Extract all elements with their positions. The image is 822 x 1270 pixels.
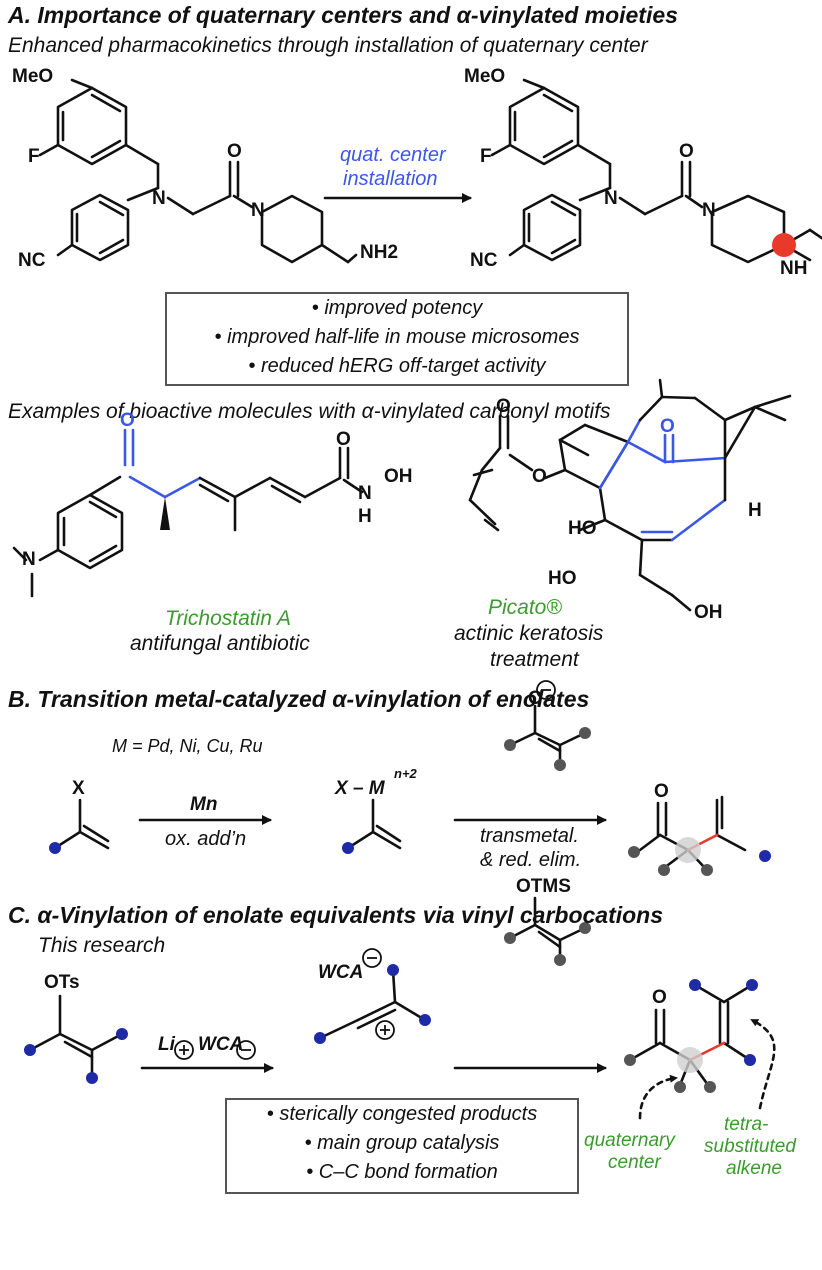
arrow-label-2: installation xyxy=(343,168,438,190)
section-a-subtitle: Enhanced pharmacokinetics through instal… xyxy=(8,34,648,57)
atom-o-picato-ketone: O xyxy=(660,416,675,437)
picato-desc-2: treatment xyxy=(490,648,579,671)
quaternary-label-1: quaternary xyxy=(584,1130,675,1151)
trichostatin-name: Trichostatin A xyxy=(165,607,292,630)
atom-o-product-b: O xyxy=(654,781,669,802)
features-box: • sterically congested products • main g… xyxy=(225,1098,579,1194)
atom-o-enolate: O xyxy=(528,688,543,709)
atom-otms: OTMS xyxy=(516,876,571,897)
atom-ots: OTs xyxy=(44,972,80,993)
spirocyclic-product xyxy=(490,78,822,264)
atom-ho-1: HO xyxy=(568,518,597,539)
vinyl-tosylate xyxy=(28,994,124,1080)
atom-h-picato: H xyxy=(748,500,762,521)
x-m-label: X – M xyxy=(335,778,385,799)
arrow-label-1: quat. center xyxy=(340,144,446,166)
benefit-2: • improved half-life in mouse microsomes xyxy=(214,326,580,348)
charge-signs xyxy=(179,689,551,1055)
atom-nh2: NH2 xyxy=(360,242,399,263)
atom-o-right: O xyxy=(679,141,694,162)
metals-label: M = Pd, Ni, Cu, Ru xyxy=(112,736,263,756)
examples-title: Examples of bioactive molecules with α-v… xyxy=(8,400,611,423)
section-b-heading: B. Transition metal-catalyzed α-vinylati… xyxy=(8,686,590,712)
atom-oh-hydroxamic: OH xyxy=(384,466,413,487)
tetra-label-2: substituted xyxy=(704,1136,796,1157)
benefit-3: • reduced hERG off-target activity xyxy=(248,355,546,377)
atom-n-pip-left: N xyxy=(251,200,265,221)
feature-3: • C–C bond formation xyxy=(306,1161,498,1183)
li-label: Li xyxy=(158,1034,175,1055)
oxidative-addition-complex xyxy=(346,798,402,850)
atom-oh-picato: OH xyxy=(694,602,723,623)
alkene-pointer xyxy=(750,1018,776,1110)
quaternary-label-2: center xyxy=(608,1152,661,1173)
atom-n-right: N xyxy=(604,188,618,209)
atom-x-vinyl: X xyxy=(72,778,85,799)
atom-nc-left: NC xyxy=(18,250,46,271)
atom-f-left: F xyxy=(28,146,40,167)
enolate-reagent xyxy=(508,704,587,767)
gray-substituent-dots xyxy=(504,727,716,1093)
atom-o-ester: O xyxy=(532,466,547,487)
section-a-heading: A. Importance of quaternary centers and … xyxy=(8,2,678,28)
benefit-1: • improved potency xyxy=(311,297,483,319)
atom-f-right: F xyxy=(480,146,492,167)
atom-nh: NH xyxy=(780,258,808,279)
atom-n-dimethyl: N xyxy=(22,549,36,570)
benzylamine-starting-material xyxy=(38,78,358,264)
atom-o-left: O xyxy=(227,141,242,162)
atom-ho-2: HO xyxy=(548,568,577,589)
blue-substituent-dots xyxy=(24,842,771,1084)
oxidation-superscript: n+2 xyxy=(394,766,417,781)
atom-h-hydroxamic: H xyxy=(358,506,372,527)
feature-1: • sterically congested products xyxy=(266,1103,538,1125)
atom-nc-right: NC xyxy=(470,250,498,271)
ox-add-label: ox. add’n xyxy=(165,828,247,850)
atom-n-hydroxamic: N xyxy=(358,483,372,504)
atom-o-amide: O xyxy=(336,429,351,450)
atom-o-ketone: O xyxy=(120,410,135,431)
picato-structure xyxy=(468,378,792,612)
feature-2: • main group catalysis xyxy=(304,1132,500,1154)
atom-meo-right: MeO xyxy=(464,66,506,87)
quaternary-center-highlight xyxy=(772,233,796,257)
quaternary-pointer xyxy=(638,1074,678,1120)
atom-o-ester-carbonyl: O xyxy=(496,396,511,417)
wca-label-cation: WCA xyxy=(318,962,364,983)
atom-n-pip-right: N xyxy=(702,200,716,221)
atom-n-left: N xyxy=(152,188,166,209)
tetra-label-1: tetra- xyxy=(724,1114,769,1135)
vinyl-halide xyxy=(53,798,110,850)
alpha-carbon-highlight-b xyxy=(675,837,701,863)
tetra-label-3: alkene xyxy=(726,1158,782,1179)
picato-name: Picato® xyxy=(488,596,562,619)
trichostatin-structure xyxy=(12,428,364,598)
red-elim-label: & red. elim. xyxy=(480,849,582,871)
vinyl-cation xyxy=(318,968,427,1040)
alpha-carbon-highlight-c xyxy=(677,1047,703,1073)
trichostatin-wedge xyxy=(160,497,170,530)
wca-label-reagent: WCA xyxy=(198,1034,244,1055)
transmetal-label: transmetal. xyxy=(480,825,579,847)
section-c-subtitle: This research xyxy=(38,934,166,957)
atom-o-product-c: O xyxy=(652,987,667,1008)
metal-oxidation-label: Mn xyxy=(190,794,218,815)
trichostatin-desc: antifungal antibiotic xyxy=(130,632,310,655)
benefits-box: • improved potency • improved half-life … xyxy=(165,292,629,386)
picato-desc-1: actinic keratosis xyxy=(454,622,604,645)
atom-meo-left: MeO xyxy=(12,66,54,87)
section-c-heading: C. α-Vinylation of enolate equivalents v… xyxy=(8,902,664,928)
